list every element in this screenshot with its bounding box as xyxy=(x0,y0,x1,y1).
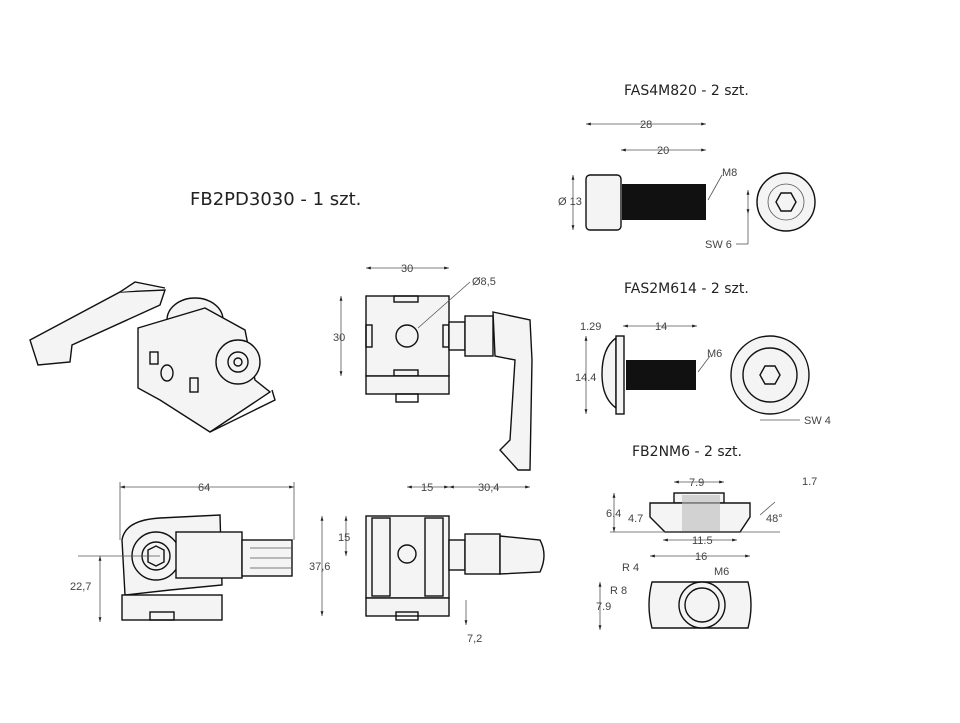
bolt-m6-title: FAS2M614 - 2 szt. xyxy=(624,281,749,297)
bolt-m8-drawing xyxy=(571,122,816,245)
dim-bolt-m8-head: Ø 13 xyxy=(558,196,582,208)
bolt-m6-drawing xyxy=(584,324,810,421)
dim-clamp-axis-height: 22,7 xyxy=(70,581,91,593)
dim-clamp-vertical: 15 xyxy=(338,532,350,544)
clamp-side-view xyxy=(78,482,295,622)
clamp-front-view xyxy=(339,266,533,471)
dim-bolt-m6-length: 14 xyxy=(655,321,667,333)
dim-nut-depth: 7.9 xyxy=(596,601,611,613)
nut-drawing xyxy=(598,480,780,630)
dim-clamp-bottom: 7,2 xyxy=(467,633,482,645)
clamp-top-view xyxy=(320,485,545,625)
dim-nut-height: 6.4 xyxy=(606,508,621,520)
bolt-m8-title: FAS4M820 - 2 szt. xyxy=(624,83,749,99)
dim-bolt-m8-length: 28 xyxy=(640,119,652,131)
dim-nut-angle: 48° xyxy=(766,513,783,525)
dim-nut-step: 1.7 xyxy=(802,476,817,488)
nut-title: FB2NM6 - 2 szt. xyxy=(632,444,742,460)
dim-bolt-m6-flange: 1.29 xyxy=(580,321,601,333)
dim-clamp-height: 30 xyxy=(333,332,345,344)
dim-clamp-hole: Ø8,5 xyxy=(472,276,496,288)
dim-clamp-lever: 30,4 xyxy=(478,482,499,494)
dim-nut-thread: M6 xyxy=(714,566,729,578)
dim-bolt-m6-socket: SW 4 xyxy=(804,415,831,427)
dim-clamp-width: 30 xyxy=(401,263,413,275)
dim-nut-lower: 4.7 xyxy=(628,513,643,525)
dim-clamp-total-height: 37,6 xyxy=(309,561,330,573)
dim-bolt-m8-socket: SW 6 xyxy=(705,239,732,251)
dim-clamp-length: 64 xyxy=(198,482,210,494)
dim-bolt-m6-head: 14.4 xyxy=(575,372,596,384)
dim-nut-bottom: 11.5 xyxy=(692,535,713,547)
clamp-title: FB2PD3030 - 1 szt. xyxy=(190,189,361,210)
dim-bolt-m8-size: M8 xyxy=(722,167,737,179)
dim-bolt-m6-size: M6 xyxy=(707,348,722,360)
dim-nut-r4: R 4 xyxy=(622,562,639,574)
dim-nut-top: 7.9 xyxy=(689,477,704,489)
dim-bolt-m8-thread: 20 xyxy=(657,145,669,157)
clamp-isometric-view xyxy=(29,281,276,433)
dim-nut-r8: R 8 xyxy=(610,585,627,597)
dim-clamp-offset: 15 xyxy=(421,482,433,494)
dim-nut-width: 16 xyxy=(695,551,707,563)
